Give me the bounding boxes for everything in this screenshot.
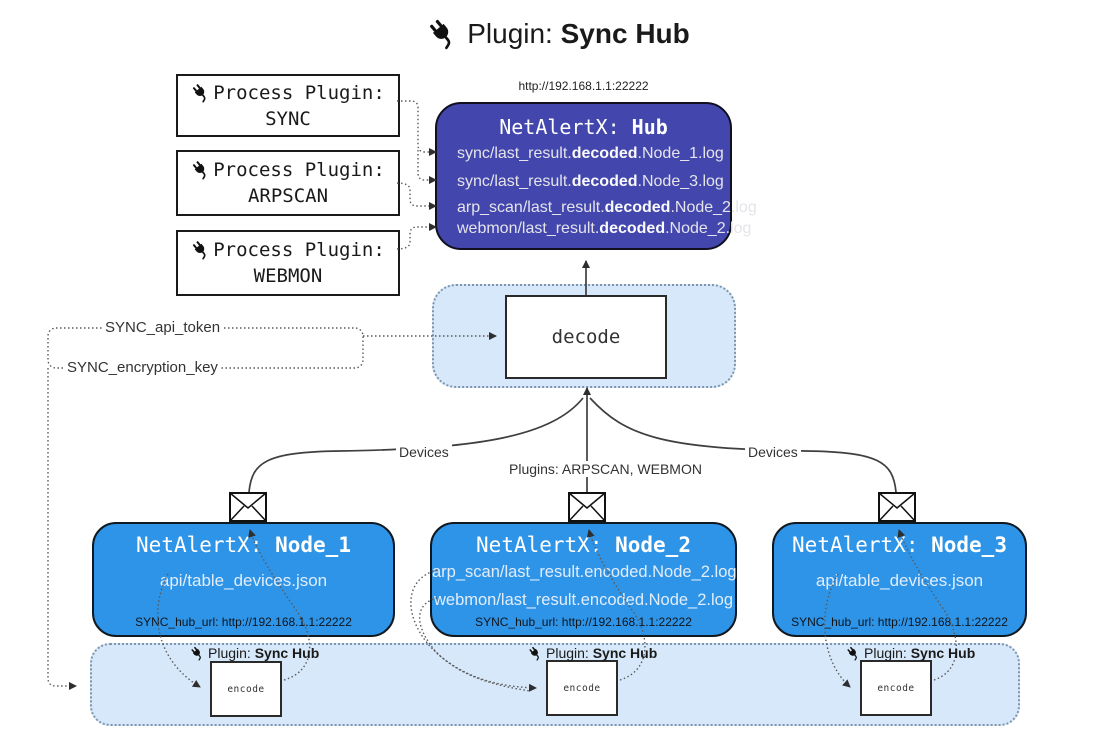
encode-box: encode — [860, 660, 932, 716]
page-title-bold: Sync Hub — [560, 18, 690, 49]
node-file-line: arp_scan/last_result.encoded.Node_2.log — [432, 563, 737, 581]
hub-box: NetAlertX: Hub sync/last_result.decoded.… — [435, 102, 757, 250]
page-title-prefix: Plugin: — [467, 18, 561, 49]
process-plugin-arpscan: Process Plugin: ARPSCAN — [176, 150, 400, 216]
hub-title-prefix: NetAlertX: — [499, 115, 632, 139]
plug-icon — [191, 240, 211, 260]
process-plugin-name: ARPSCAN — [247, 185, 329, 207]
plug-icon — [190, 646, 205, 661]
page-title-text: Plugin: Sync Hub — [467, 18, 690, 50]
plugins-center-label: Plugins: ARPSCAN, WEBMON — [506, 461, 705, 477]
node-hub-url: SYNC_hub_url: http://192.168.1.1:22222 — [475, 615, 692, 629]
node-hub-url: SYNC_hub_url: http://192.168.1.1:22222 — [791, 615, 1008, 629]
node-title: NetAlertX: Node_1 — [136, 533, 351, 557]
node-file-line: api/table_devices.json — [815, 571, 984, 590]
process-plugin-sync: Process Plugin: SYNC — [176, 74, 400, 137]
encode-section-label: Plugin: Sync Hub — [846, 645, 975, 661]
node-hub-url: SYNC_hub_url: http://192.168.1.1:22222 — [135, 615, 352, 629]
plug-icon — [528, 646, 543, 661]
devices-left-label: Devices — [396, 444, 452, 460]
node-file-line: api/table_devices.json — [159, 571, 328, 590]
node-title: NetAlertX: Node_2 — [476, 533, 691, 557]
process-plugin-name: WEBMON — [253, 265, 323, 287]
process-plugin-name: SYNC — [265, 107, 311, 130]
devices-right-label: Devices — [745, 444, 801, 460]
node-2-box: NetAlertX: Node_2 arp_scan/last_result.e… — [430, 522, 737, 637]
sync-encryption-key-label: SYNC_encryption_key — [64, 359, 221, 376]
node-file-line: webmon/last_result.encoded.Node_2.log — [433, 591, 734, 609]
hub-title-bold: Hub — [631, 115, 668, 139]
node-3-box: NetAlertX: Node_3 api/table_devices.json… — [772, 522, 1027, 637]
process-plugin-webmon: Process Plugin: WEBMON — [176, 230, 400, 296]
envelope-icon — [878, 492, 916, 522]
plug-icon — [191, 83, 211, 103]
hub-url-label: http://192.168.1.1:22222 — [518, 79, 649, 93]
envelope-icon — [229, 492, 267, 522]
plug-icon — [846, 646, 861, 661]
node-1-box: NetAlertX: Node_1 api/table_devices.json… — [92, 522, 395, 637]
hub-log-line: webmon/last_result.decoded.Node_2.log — [457, 220, 752, 237]
encode-box: encode — [546, 660, 618, 716]
plug-icon — [427, 18, 459, 50]
encode-box: encode — [210, 661, 282, 717]
process-plugin-label: Process Plugin: — [213, 81, 385, 104]
process-plugin-label: Process Plugin: — [213, 239, 385, 261]
hub-log-line: sync/last_result.decoded.Node_1.log — [457, 145, 724, 162]
hub-title: NetAlertX: Hub — [437, 115, 730, 139]
hub-log-line: sync/last_result.decoded.Node_3.log — [457, 173, 724, 190]
decode-box: decode — [505, 295, 667, 379]
process-plugin-label: Process Plugin: — [213, 159, 385, 181]
encode-section-label: Plugin: Sync Hub — [528, 645, 657, 661]
hub-log-line: arp_scan/last_result.decoded.Node_2.log — [457, 199, 757, 216]
envelope-icon — [568, 492, 606, 522]
page-title: Plugin: Sync Hub — [0, 18, 1117, 50]
node-title: NetAlertX: Node_3 — [792, 533, 1007, 557]
sync-api-token-label: SYNC_api_token — [102, 319, 224, 336]
plug-icon — [191, 160, 211, 180]
encode-section-label: Plugin: Sync Hub — [190, 645, 319, 661]
